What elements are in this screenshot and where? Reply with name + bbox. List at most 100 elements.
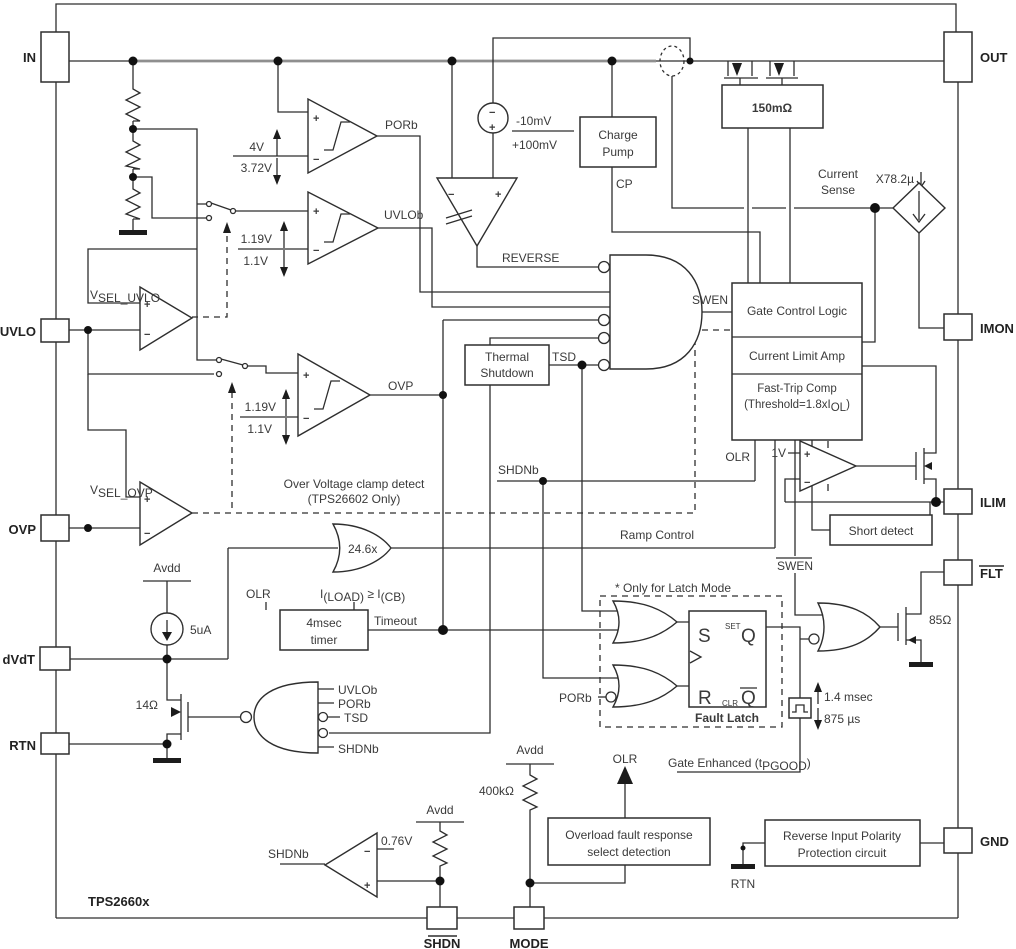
svg-text:+: + [495,189,501,201]
porb-latch-label: PORb [559,691,592,705]
svg-text:−: − [364,846,370,858]
overload-select-block: Overload fault response select detection [547,817,711,866]
svg-text:Sense: Sense [821,183,855,197]
chip-outline [55,3,959,919]
junction-dots [84,56,941,888]
svg-text:RTN: RTN [9,738,36,753]
pin-imon [943,313,973,341]
reverse-comparator: − + -10mV +100mV − + REVERSE [435,102,574,265]
charge-pump-block: Charge Pump [579,116,657,168]
por-fall-threshold: 3.72V [241,161,272,175]
pin-gnd [943,827,973,854]
flt-or-gate: SWEN 1.4 msec 875 µs 85Ω Gate Enhanced (… [668,557,951,773]
svg-text:IMON: IMON [980,321,1014,336]
svg-text:Q: Q [741,688,756,709]
latch-note: * Only for Latch Mode [615,581,731,595]
ilim-ref-label: 1V [771,446,786,460]
gain-stage: 24.6x [331,523,392,573]
svg-text:Over Voltage clamp detect: Over Voltage clamp detect [284,477,425,491]
svg-text:−: − [313,154,319,166]
pin-ilim [943,488,973,515]
pin-rtn [40,732,70,755]
gate-enhanced-label: Gate Enhanced (tPGOOD) [668,756,811,773]
clamp-note: Over Voltage clamp detect (TPS26602 Only… [284,477,425,506]
svg-text:MODE: MODE [510,936,549,949]
pin-mode [513,906,545,930]
svg-text:Fast-Trip Comp: Fast-Trip Comp [757,383,836,395]
svg-text:Overload fault response: Overload fault response [565,828,693,842]
gate-control-logic-block: Gate Control Logic Current Limit Amp Fas… [731,282,863,441]
timer-block: 4msec timer OLR I(LOAD) ≥ I(CB) Timeout [246,587,418,651]
shdnb-out-label: SHDNb [268,847,309,861]
por-rise-threshold: 4V [249,140,264,154]
svg-text:Reverse Input Polarity: Reverse Input Polarity [783,829,901,843]
svg-text:dVdT: dVdT [3,652,36,667]
svg-text:Charge: Charge [598,128,638,142]
svg-text:−: − [489,107,495,119]
fault-latch-label: Fault Latch [695,711,759,725]
pin-uvlo [40,318,70,343]
svg-text:(Threshold=1.8xIOL): (Threshold=1.8xIOL) [744,399,850,414]
svg-text:FLT: FLT [980,566,1003,581]
sense-gain-label: X78.2µ [876,172,914,186]
pin-flt [943,559,973,586]
shdn-comparator: − + 0.76V SHDNb Avdd [268,803,454,899]
pins: IN OUT UVLO OVP dVdT RTN IMON ILIM FLT G… [0,31,1014,949]
olr-gcl-label: OLR [725,450,750,464]
vsel-ovp-label: VSEL_OVP [90,483,153,500]
fault-latch: * Only for Latch Mode PORb S SET Q R CLR… [559,581,783,728]
svg-text:−: − [313,245,319,257]
svg-text:Current: Current [818,167,859,181]
uvlo-select-switch [205,200,237,222]
flt-fet-label: 85Ω [929,613,951,627]
svg-text:SHDN: SHDN [424,936,461,949]
svg-text:select detection: select detection [587,845,670,859]
timer-condition: I(LOAD) ≥ I(CB) [320,587,405,604]
short-detect-block: Short detect [829,514,933,546]
svg-text:OUT: OUT [980,50,1008,65]
swen-label: SWEN [692,293,728,307]
pin-in [40,31,70,83]
olr-timer-label: OLR [246,587,271,601]
svg-text:+: + [804,449,810,461]
por-comparator: + − 4V 3.72V PORb [241,97,418,185]
svg-text:−: − [303,413,309,425]
vsel-uvlo-label: VSEL_UVLO [90,288,160,305]
olr-arrow-label: OLR [613,752,638,766]
pin-ovp [40,514,70,542]
porb-label: PORb [385,118,418,132]
chip-name: TPS2660x [88,894,150,909]
svg-text:TSD: TSD [344,711,368,725]
svg-text:R: R [698,688,712,709]
current-sense-source: X78.2µ Current Sense [818,167,947,234]
mode-network: Avdd 400kΩ OLR [479,743,638,798]
svg-text:(TPS26602 Only): (TPS26602 Only) [308,492,401,506]
ovp-rise-threshold: 1.19V [245,400,276,414]
rev-offset-neg: -10mV [516,114,551,128]
rev-offset-pos: +100mV [512,138,557,152]
pin-dvdt [39,646,71,671]
deglitch-rise: 1.4 msec [824,690,873,704]
thermal-shutdown-block: Thermal Shutdown TSD [464,344,576,386]
svg-text:IN: IN [23,50,36,65]
dvdt-fet-label: 14Ω [136,698,158,712]
svg-text:+: + [313,113,319,125]
mode-res-label: 400kΩ [479,784,514,798]
shdnb-net-label: SHDNb [498,463,539,477]
svg-text:Short detect: Short detect [849,524,914,538]
shdn-ref-label: 0.76V [381,834,412,848]
svg-text:OVP: OVP [9,522,37,537]
svg-text:Avdd: Avdd [516,743,543,757]
svg-text:−: − [804,477,810,489]
svg-text:+: + [303,370,309,382]
svg-text:+: + [144,494,150,506]
ovp-select-switch [215,356,249,378]
svg-text:4msec: 4msec [306,616,341,630]
dvdt-source: Avdd 5uA 14Ω [136,561,212,712]
current-sense-loop-icon [659,45,685,77]
uvlob-label: UVLOb [384,208,424,222]
svg-text:SHDNb: SHDNb [338,742,379,756]
pin-out [943,31,973,83]
